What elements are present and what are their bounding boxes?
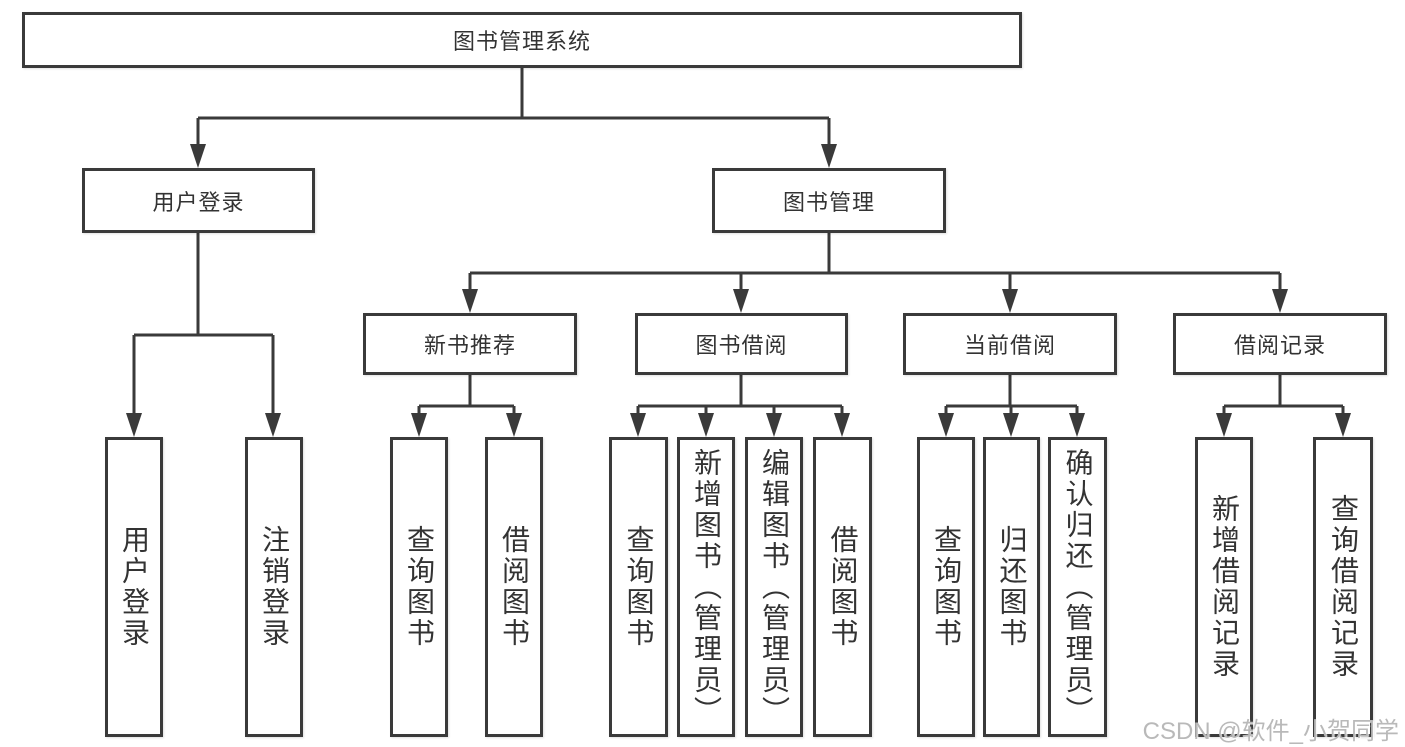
arrowhead-icon [1003, 413, 1019, 437]
node-label: 注销登录 [259, 525, 290, 649]
connector-line [636, 375, 844, 415]
leaf-query-borrow-record: 查询借阅记录 [1313, 437, 1373, 737]
node-current-borrow: 当前借阅 [903, 313, 1117, 375]
node-label: 新增图书（管理员） [691, 447, 722, 727]
csdn-watermark: CSDN @软件_小贺同学 [1142, 718, 1399, 745]
arrowhead-icon [733, 289, 749, 313]
node-label: 用户登录 [119, 525, 150, 649]
arrowhead-icon [462, 289, 478, 313]
node-label: 借阅记录 [1233, 333, 1326, 358]
node-label: 归还图书 [996, 525, 1028, 649]
node-label: 查询借阅记录 [1328, 494, 1359, 680]
node-label: 编辑图书（管理员） [759, 447, 790, 727]
arrowhead-icon [834, 413, 850, 437]
leaf-query-books-borrow: 查询图书 [609, 437, 668, 737]
leaf-confirm-return-admin: 确认归还（管理员） [1048, 437, 1107, 737]
arrowhead-icon [1069, 413, 1085, 437]
node-library-management-system: 图书管理系统 [22, 12, 1022, 68]
leaf-add-book-admin: 新增图书（管理员） [677, 437, 735, 737]
node-label: 查询图书 [931, 525, 962, 649]
node-label: 新书推荐 [423, 333, 516, 358]
node-label: 查询图书 [404, 525, 435, 649]
connector-line [944, 375, 1079, 415]
node-label: 确认归还（管理员） [1062, 447, 1094, 727]
node-label: 图书管理 [782, 189, 875, 215]
node-user-login: 用户登录 [82, 168, 315, 233]
node-label: 当前借阅 [963, 333, 1056, 358]
arrowhead-icon [938, 413, 954, 437]
leaf-add-borrow-record: 新增借阅记录 [1195, 437, 1253, 737]
node-label: 借阅图书 [827, 525, 859, 649]
node-label: 用户登录 [152, 189, 245, 215]
node-borrow-records: 借阅记录 [1173, 313, 1387, 375]
connector-line [1222, 375, 1345, 415]
arrowhead-icon [1002, 289, 1018, 313]
node-label: 图书管理系统 [452, 29, 591, 54]
leaf-return-book: 归还图书 [983, 437, 1040, 737]
arrowhead-icon [1216, 413, 1232, 437]
node-new-book-recommend: 新书推荐 [363, 313, 577, 375]
node-label: 借阅图书 [499, 525, 530, 649]
node-book-borrow: 图书借阅 [635, 313, 848, 375]
connector-line [468, 233, 1282, 291]
arrowhead-icon [1272, 289, 1288, 313]
connector-line [417, 375, 516, 415]
leaf-user-login: 用户登录 [105, 437, 163, 737]
arrowhead-icon [126, 413, 142, 437]
arrowhead-icon [1335, 413, 1351, 437]
node-book-management: 图书管理 [712, 168, 946, 233]
arrowhead-icon [265, 413, 281, 437]
leaf-borrow-books-recommend: 借阅图书 [485, 437, 543, 737]
connector-line [132, 233, 275, 415]
arrowhead-icon [506, 413, 522, 437]
connector-line [196, 68, 831, 146]
node-label: 查询图书 [623, 525, 655, 649]
leaf-query-books-current: 查询图书 [917, 437, 975, 737]
leaf-edit-book-admin: 编辑图书（管理员） [745, 437, 803, 737]
leaf-borrow-books: 借阅图书 [813, 437, 872, 737]
leaf-query-books-recommend: 查询图书 [390, 437, 448, 737]
arrowhead-icon [630, 413, 646, 437]
node-label: 新增借阅记录 [1209, 494, 1240, 680]
arrowhead-icon [766, 413, 782, 437]
arrowhead-icon [190, 144, 206, 168]
arrowhead-icon [821, 144, 837, 168]
node-label: 图书借阅 [695, 333, 788, 358]
arrowhead-icon [698, 413, 714, 437]
arrowhead-icon [411, 413, 427, 437]
leaf-logout: 注销登录 [245, 437, 303, 737]
